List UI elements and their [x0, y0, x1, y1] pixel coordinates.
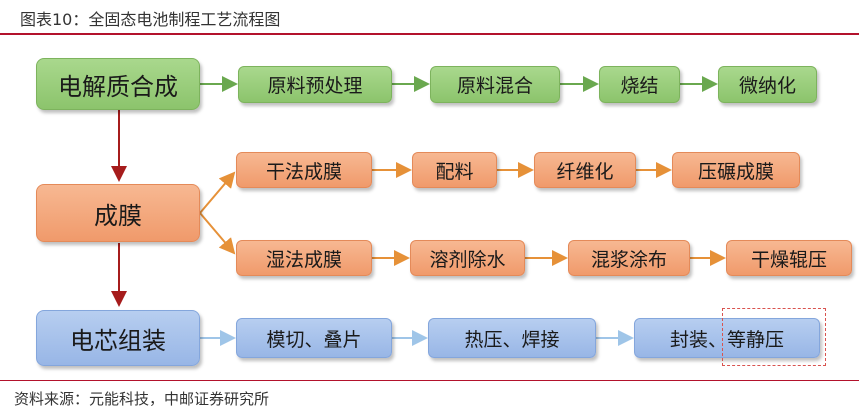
figure-title: 图表10：全固态电池制程工艺流程图 [20, 10, 281, 29]
step-slurry-coating: 混浆涂布 [568, 240, 690, 276]
highlight-dashed-frame [722, 308, 826, 366]
step-packaging-isostatic-pressing: 封装、等静压 [634, 318, 820, 358]
step-drying-rolling: 干燥辊压 [726, 240, 852, 276]
step-raw-material-pretreatment: 原料预处理 [238, 66, 392, 103]
step-fibrillation: 纤维化 [534, 152, 636, 188]
step-dry-film-forming: 干法成膜 [236, 152, 372, 188]
stage-film-forming: 成膜 [36, 184, 200, 242]
step-press-rolling-film: 压碾成膜 [672, 152, 800, 188]
top-rule [0, 33, 859, 35]
source-note: 资料来源：元能科技，中邮证券研究所 [14, 390, 270, 408]
bottom-rule [0, 380, 859, 381]
step-micronization: 微纳化 [718, 66, 817, 103]
step-sintering: 烧结 [599, 66, 680, 103]
step-batching: 配料 [412, 152, 497, 188]
stage-electrolyte-synthesis: 电解质合成 [36, 58, 200, 110]
step-die-cutting-stacking: 模切、叠片 [236, 318, 392, 358]
step-raw-material-mixing: 原料混合 [430, 66, 560, 103]
arrow-orange-branch-wet [199, 212, 236, 255]
step-wet-film-forming: 湿法成膜 [236, 240, 372, 276]
step-solvent-dewatering: 溶剂除水 [410, 240, 525, 276]
arrow-orange-branch-dry [199, 171, 236, 214]
stage-cell-assembly: 电芯组装 [36, 310, 200, 366]
step-hot-pressing-welding: 热压、焊接 [428, 318, 596, 358]
